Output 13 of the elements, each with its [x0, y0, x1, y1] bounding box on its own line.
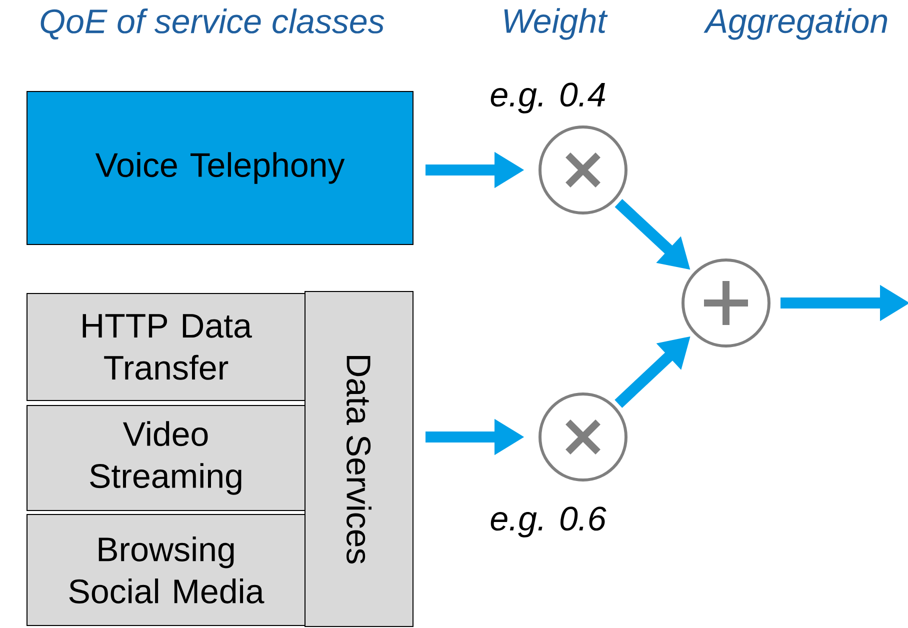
plus-circle — [682, 258, 770, 348]
multiply-circle — [538, 392, 628, 482]
service-box: Data Services — [304, 291, 414, 627]
service-box: Video Streaming — [26, 405, 306, 511]
weight-label: e.g. 0.4 — [490, 82, 605, 114]
service-box: HTTP Data Transfer — [26, 293, 306, 401]
multiply-circle — [538, 126, 628, 214]
service-box: Browsing Social Media — [26, 514, 306, 626]
weight-label: e.g. 0.6 — [490, 506, 606, 538]
service-box: Voice Telephony — [26, 91, 414, 245]
heading: Aggregation — [704, 8, 888, 40]
heading: QoE of service classes — [40, 8, 384, 40]
heading: Weight — [504, 8, 608, 40]
